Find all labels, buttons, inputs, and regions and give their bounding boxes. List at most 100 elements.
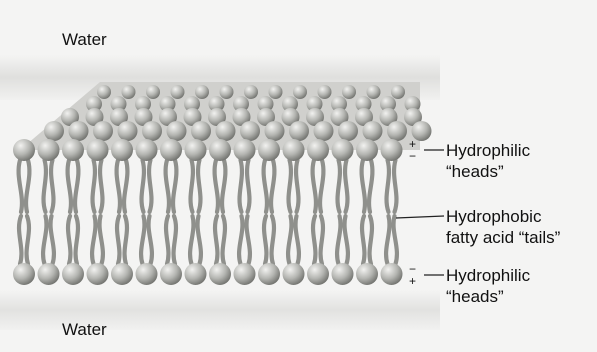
lipid-head-back <box>195 85 209 99</box>
lipid-head-back <box>391 85 405 99</box>
fatty-acid-tail <box>100 216 103 264</box>
lipid-head-back <box>338 121 358 141</box>
fatty-acid-tails <box>19 160 397 264</box>
callout-heads-top-line2: “heads” <box>446 161 530 182</box>
lipid-head-top <box>283 139 305 161</box>
fatty-acid-tail <box>173 160 176 212</box>
fatty-acid-tail <box>345 216 348 264</box>
lipid-head-bottom <box>283 263 305 285</box>
fatty-acid-tail <box>215 160 218 212</box>
fatty-acid-tail <box>149 216 152 264</box>
lipid-head-bottom <box>356 263 378 285</box>
fatty-acid-tail <box>166 160 169 212</box>
fatty-acid-tail <box>271 160 274 212</box>
lipid-head-top <box>356 139 378 161</box>
fatty-acid-tail <box>321 216 323 264</box>
fatty-acid-tail <box>247 216 250 264</box>
lipid-head-top <box>87 139 109 161</box>
fatty-acid-tail <box>362 216 364 264</box>
lipid-head-back <box>244 85 258 99</box>
lipid-head-back <box>69 121 89 141</box>
lipid-head-top <box>136 139 158 161</box>
fatty-acid-tail <box>345 160 347 212</box>
fatty-acid-tail <box>27 216 29 264</box>
fatty-acid-tail <box>190 216 193 264</box>
fatty-acid-tail <box>296 216 299 264</box>
fatty-acid-tail <box>174 216 176 264</box>
lipid-head-top <box>332 139 354 161</box>
lipid-head-bottom <box>87 263 109 285</box>
front-heads-bottom-row <box>13 263 403 285</box>
fatty-acid-tail <box>264 160 267 212</box>
water-label-bottom: Water <box>62 320 107 340</box>
lipid-head-top <box>13 139 35 161</box>
lipid-head-back <box>367 85 381 99</box>
lipid-head-back <box>293 85 307 99</box>
fatty-acid-tail <box>198 160 200 212</box>
lipid-head-back <box>171 85 185 99</box>
lipid-head-back <box>269 85 283 99</box>
fatty-acid-tail <box>387 160 389 212</box>
fatty-acid-tail <box>289 160 291 212</box>
lipid-head-top <box>160 139 182 161</box>
lipid-head-back <box>342 85 356 99</box>
callout-tails-line1: Hydrophobic <box>446 206 560 227</box>
fatty-acid-tail <box>125 216 127 264</box>
callout-heads-top-line1: Hydrophilic <box>446 140 530 161</box>
fatty-acid-tail <box>19 216 21 264</box>
fatty-acid-tail <box>198 216 201 264</box>
lipid-head-bottom <box>13 263 35 285</box>
fatty-acid-tail <box>117 216 119 264</box>
lipid-head-back <box>220 85 234 99</box>
lipid-head-back <box>314 121 334 141</box>
fatty-acid-tail <box>313 216 315 264</box>
fatty-acid-tail <box>394 216 397 264</box>
fatty-acid-tail <box>239 216 242 264</box>
fatty-acid-tail <box>222 160 225 212</box>
charge-minus-top: − <box>409 149 416 163</box>
fatty-acid-tail <box>68 216 70 264</box>
lipid-head-back <box>97 85 111 99</box>
fatty-acid-tail <box>26 160 29 212</box>
lipid-head-back <box>146 85 160 99</box>
lipid-head-top <box>258 139 280 161</box>
lipid-head-back <box>363 121 383 141</box>
callout-hydrophilic-heads-bottom: Hydrophilic “heads” <box>446 265 530 307</box>
fatty-acid-tail <box>337 216 340 264</box>
lipid-head-top <box>62 139 84 161</box>
fatty-acid-tail <box>43 216 46 264</box>
charge-plus-bottom: + <box>409 274 416 288</box>
callout-heads-bottom-line1: Hydrophilic <box>446 265 530 286</box>
fatty-acid-tail <box>247 160 249 212</box>
lipid-head-bottom <box>209 263 231 285</box>
fatty-acid-tail <box>386 216 389 264</box>
lipid-head-bottom <box>332 263 354 285</box>
lipid-head-back <box>289 121 309 141</box>
fatty-acid-tail <box>166 216 168 264</box>
fatty-acid-tail <box>296 160 298 212</box>
lipid-head-top <box>209 139 231 161</box>
callout-tails-line2: fatty acid “tails” <box>446 227 560 248</box>
fatty-acid-tail <box>313 160 316 212</box>
lipid-head-bottom <box>185 263 207 285</box>
fatty-acid-tail <box>288 216 291 264</box>
lipid-head-bottom <box>258 263 280 285</box>
leader-tails <box>396 216 444 218</box>
fatty-acid-tail <box>191 160 193 212</box>
lipid-head-bottom <box>136 263 158 285</box>
lipid-head-top <box>234 139 256 161</box>
fatty-acid-tail <box>92 216 95 264</box>
fatty-acid-tail <box>76 216 78 264</box>
lipid-head-top <box>307 139 329 161</box>
fatty-acid-tail <box>93 160 95 212</box>
fatty-acid-tail <box>44 160 46 212</box>
lipid-head-back <box>240 121 260 141</box>
lipid-head-back <box>167 121 187 141</box>
fatty-acid-tail <box>264 216 266 264</box>
fatty-acid-tail <box>149 160 151 212</box>
lipid-head-top <box>38 139 60 161</box>
lipid-head-top <box>185 139 207 161</box>
callout-hydrophobic-tails: Hydrophobic fatty acid “tails” <box>446 206 560 248</box>
lipid-head-bottom <box>62 263 84 285</box>
fatty-acid-tail <box>338 160 340 212</box>
